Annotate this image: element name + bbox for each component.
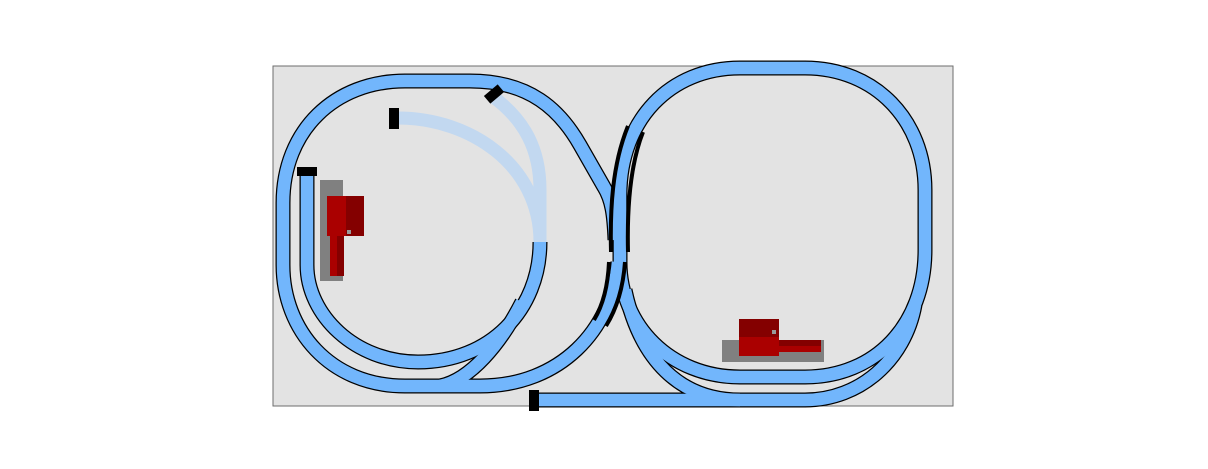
guard-rail	[604, 261, 627, 328]
track-section[interactable]	[535, 303, 922, 407]
building-block	[337, 236, 344, 276]
building-block	[739, 337, 779, 356]
guard-rail	[625, 131, 645, 253]
track-section[interactable]	[479, 261, 625, 393]
bumper[interactable]	[297, 167, 317, 176]
building-block	[346, 196, 364, 236]
building-block	[779, 340, 821, 346]
track-section[interactable]	[276, 74, 622, 393]
bumper[interactable]	[483, 84, 505, 104]
guard-rail	[592, 261, 611, 322]
bumper[interactable]	[389, 108, 399, 129]
track-section[interactable]	[300, 172, 547, 369]
track-section[interactable]	[438, 299, 528, 393]
guard-rail	[608, 125, 630, 253]
building-marker	[772, 330, 776, 334]
building-block	[327, 196, 346, 236]
bumper[interactable]	[529, 390, 539, 411]
building-left[interactable]	[320, 180, 364, 281]
track-section[interactable]	[618, 288, 741, 407]
building-marker	[347, 230, 351, 234]
tracks	[275, 60, 933, 408]
bumpers	[297, 84, 539, 411]
building-block	[330, 236, 337, 276]
guard-rails	[592, 125, 645, 328]
track-section[interactable]	[613, 61, 932, 384]
building-block	[739, 319, 779, 337]
ghost-tracks	[397, 90, 547, 243]
ghost-track-branch[interactable]	[488, 90, 547, 242]
building-block	[779, 346, 821, 352]
building-right[interactable]	[722, 319, 824, 362]
